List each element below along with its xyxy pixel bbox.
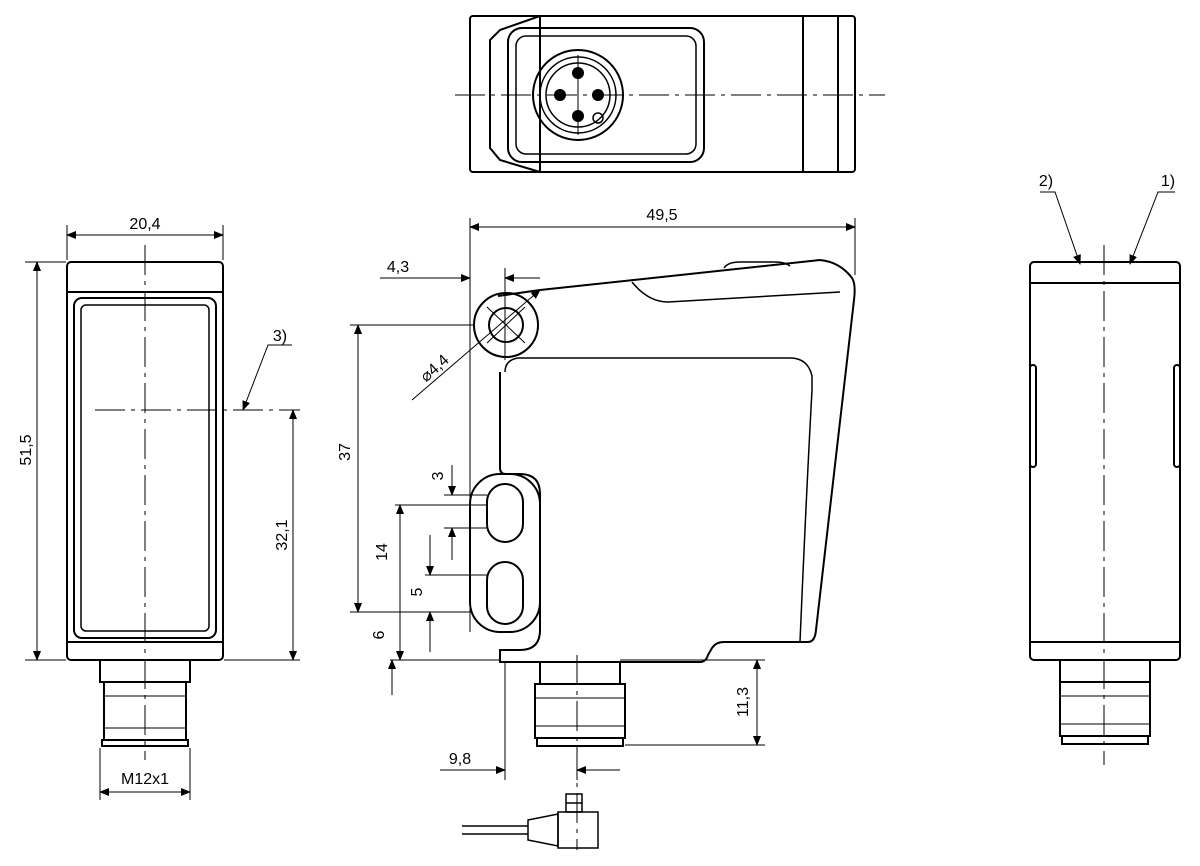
slot-plate: [469, 473, 541, 633]
rear-connector-thread: [1059, 681, 1151, 737]
cable-plug: [462, 793, 599, 849]
dim-5: 5: [409, 587, 426, 596]
side-view-inner-edge: [504, 357, 813, 643]
callout-2-leader: [1040, 191, 1081, 265]
callout-2: 2): [1039, 173, 1053, 190]
side-connector-base: [539, 661, 621, 685]
top-view-bevel: [489, 15, 541, 173]
dim-32-1: 32,1: [274, 519, 291, 550]
dim-49-5: 49,5: [646, 207, 677, 224]
mounting-hole: [488, 307, 524, 343]
callout-3: 3): [273, 328, 287, 345]
dim-11-3: 11,3: [735, 687, 752, 717]
front-view-outline: [66, 261, 224, 661]
top-view: [469, 15, 856, 173]
dim-20-4: 20,4: [129, 216, 160, 233]
dim-line-diameter: [411, 289, 541, 401]
rear-groove-left: [1029, 364, 1037, 468]
rear-view: [1029, 261, 1181, 745]
dim-m12x1: M12x1: [121, 771, 169, 788]
top-view-outline: [469, 15, 856, 173]
side-view: [469, 258, 856, 747]
dim-14: 14: [374, 543, 391, 561]
dim-9-8: 9,8: [449, 751, 471, 768]
dim-3: 3: [430, 471, 447, 480]
callout-3-leader: [242, 344, 292, 411]
pin-key: [592, 112, 604, 124]
rear-view-outline: [1029, 261, 1181, 661]
side-view-housing: [497, 258, 856, 663]
rear-groove-right: [1173, 364, 1181, 468]
rear-connector-base: [1059, 659, 1151, 683]
dim-6: 6: [371, 630, 388, 639]
callout-1: 1): [1161, 173, 1175, 190]
callout-1-leader: [1129, 191, 1175, 265]
slot-lower: [486, 561, 524, 625]
slot-upper: [486, 483, 524, 543]
dim-51-5: 51,5: [18, 434, 35, 465]
side-connector-thread: [534, 683, 626, 739]
dim-4-3: 4,3: [387, 259, 409, 276]
dim-37: 37: [337, 443, 354, 461]
